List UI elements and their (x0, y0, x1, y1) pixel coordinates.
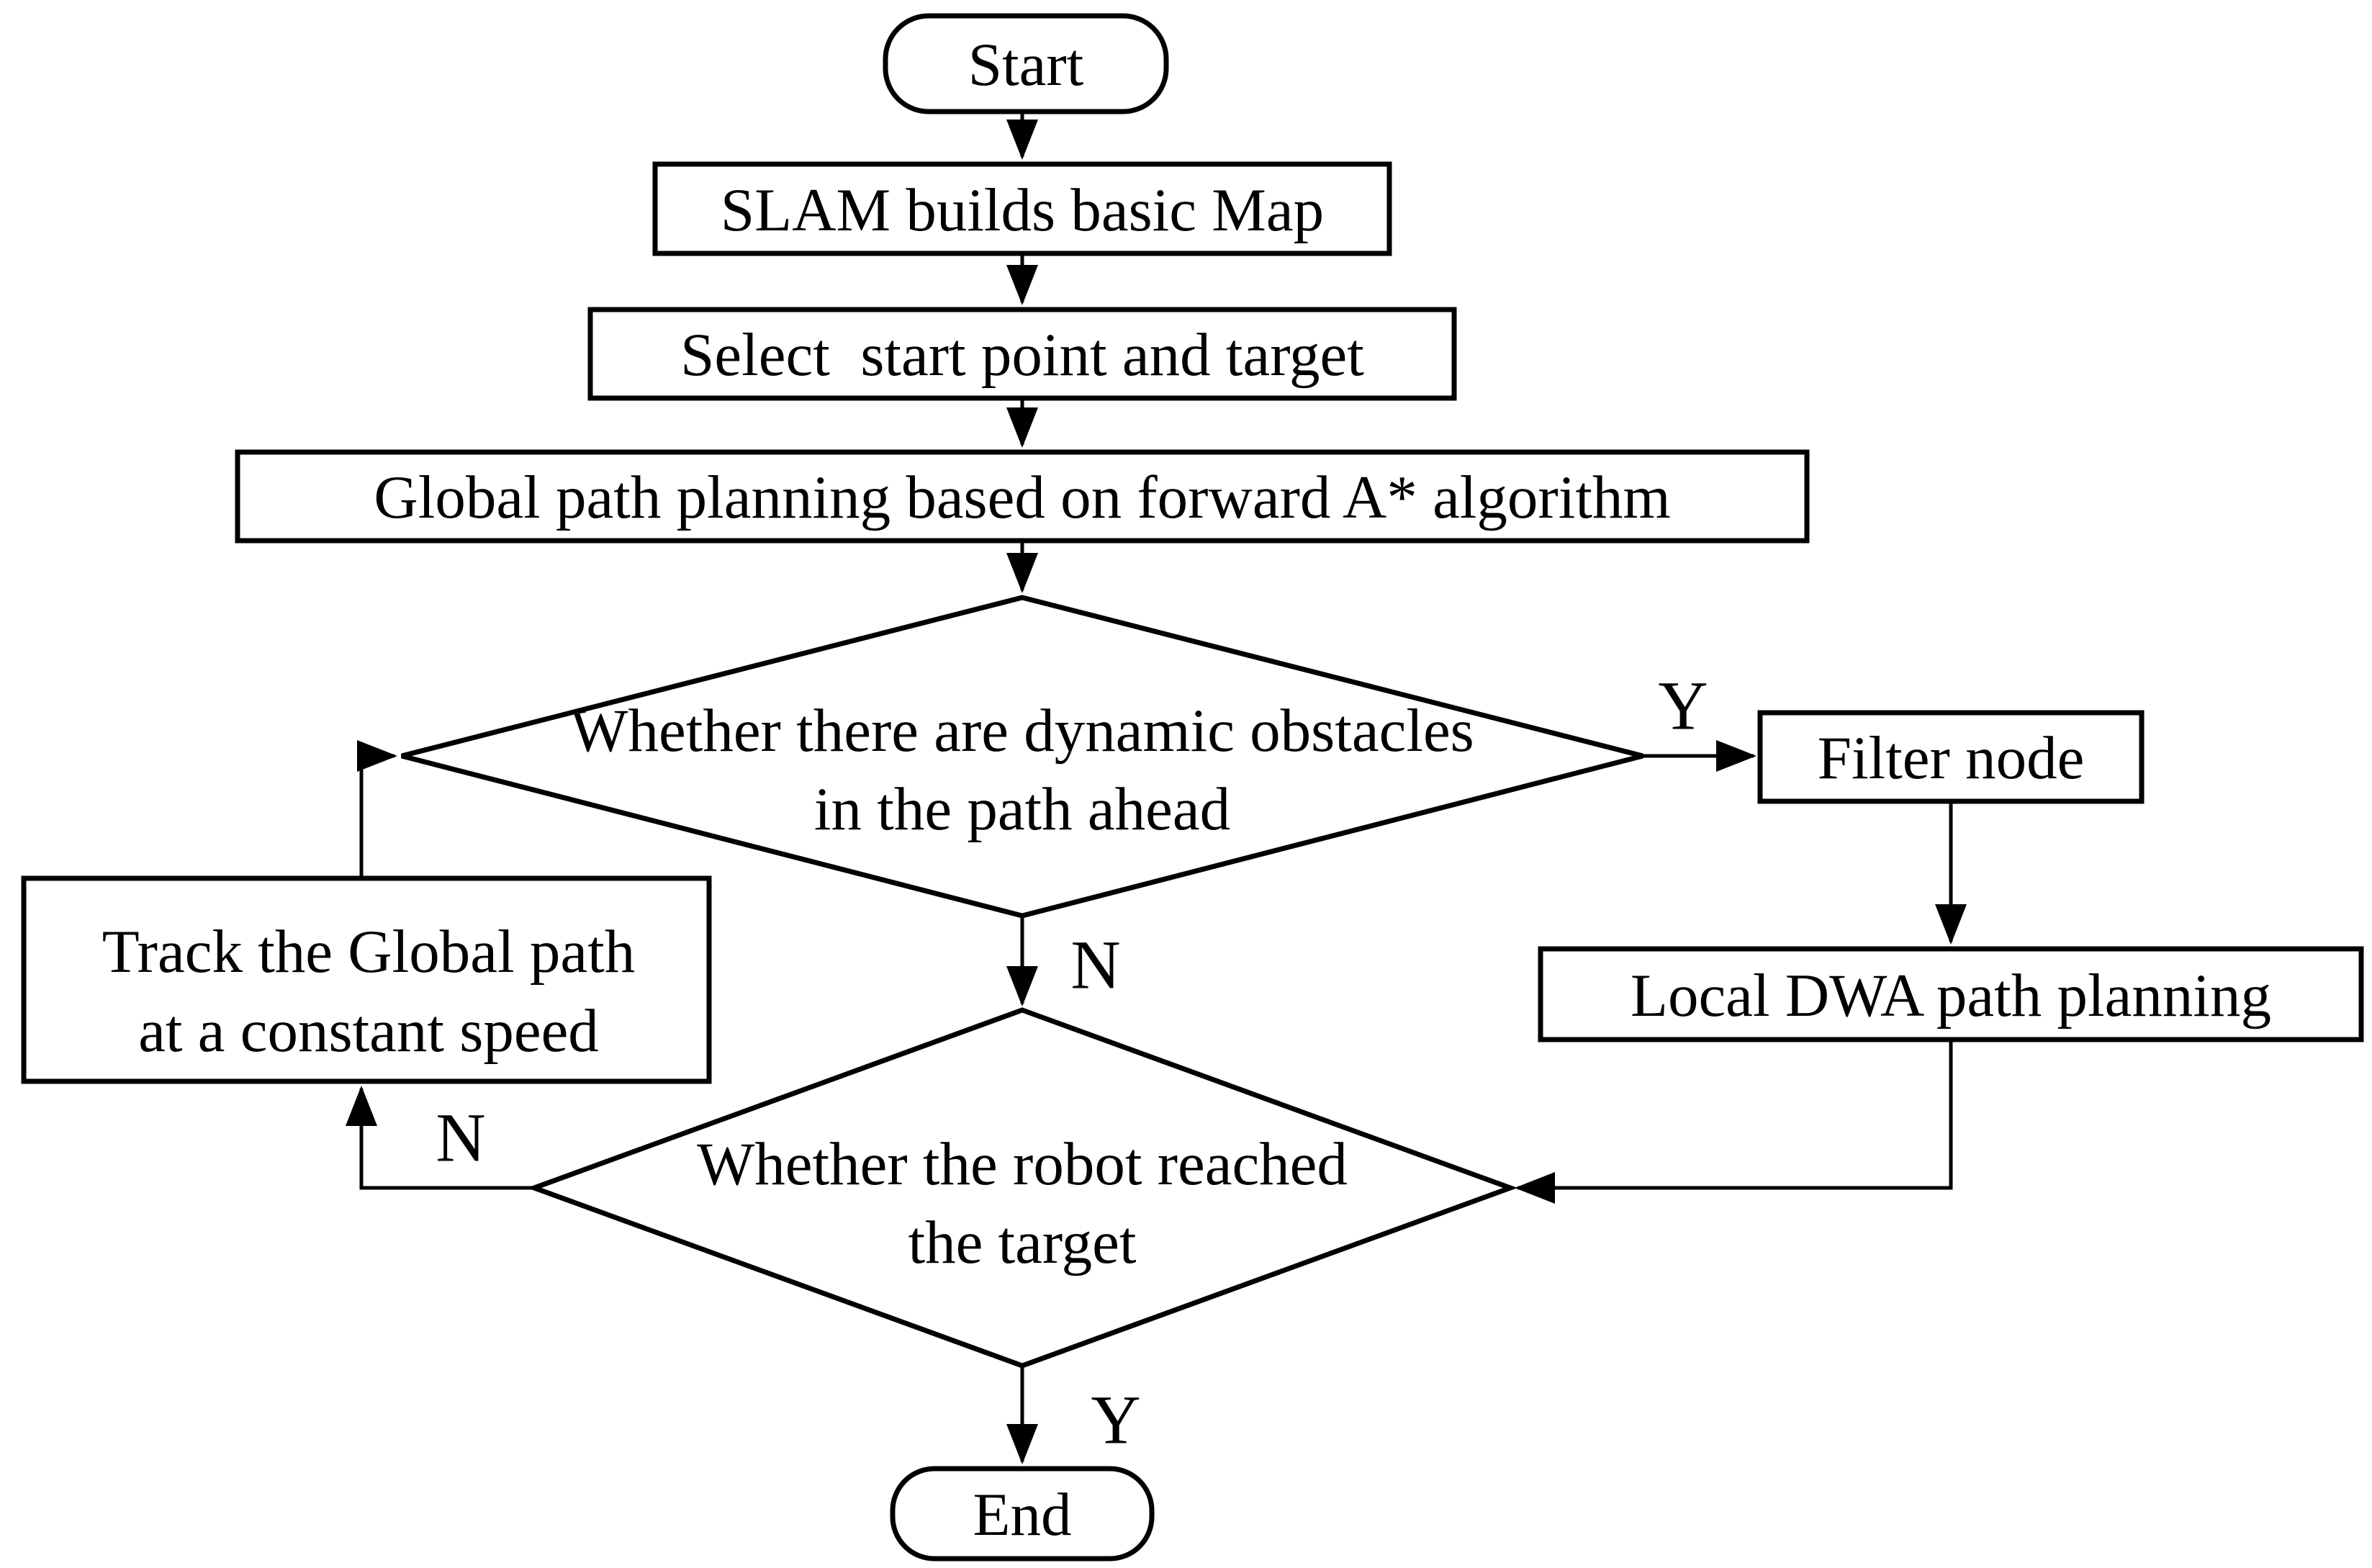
local-dwa-process-shape (1538, 946, 2364, 1042)
obstacles-yes-label: Y (1658, 667, 1708, 744)
obstacles-decision-line1: Whether there are dynamic obstacles (570, 697, 1474, 765)
target-no-label: N (436, 1099, 485, 1176)
start-label: Start (968, 31, 1084, 99)
target-decision-line2: the target (908, 1209, 1136, 1276)
slam-process-shape (652, 161, 1392, 256)
end-terminator-shape (890, 1466, 1155, 1562)
obstacles-decision-shape (401, 595, 1643, 919)
filter-node-label: Filter node (1818, 724, 2085, 792)
target-yes-label: Y (1091, 1382, 1140, 1459)
end-label: End (973, 1481, 1072, 1549)
global-planning-label: Global path planning based on forward A*… (374, 464, 1670, 531)
slam-label: SLAM builds basic Map (721, 176, 1324, 244)
filter-node-process-shape (1757, 710, 2145, 804)
select-process-shape (587, 307, 1457, 401)
target-decision-shape (526, 1007, 1518, 1369)
arrow-track-to-obstacles-decision (357, 740, 397, 878)
start-terminator-shape (883, 13, 1169, 114)
track-path-line1: Track the Global path (102, 918, 635, 986)
global-planning-process-shape (235, 449, 1810, 544)
obstacles-decision-line2: in the path ahead (814, 775, 1230, 843)
select-label: Select start point and target (680, 321, 1364, 389)
target-decision-line1: Whether the robot reached (697, 1130, 1348, 1198)
track-path-line2: at a constant speed (138, 997, 599, 1065)
arrow-target-no-to-track (346, 1086, 538, 1190)
arrow-dwa-to-target-decision (1515, 1040, 1953, 1204)
local-dwa-label: Local DWA path planning (1631, 962, 2271, 1029)
track-path-process-shape (21, 875, 712, 1084)
obstacles-no-label: N (1070, 927, 1120, 1004)
